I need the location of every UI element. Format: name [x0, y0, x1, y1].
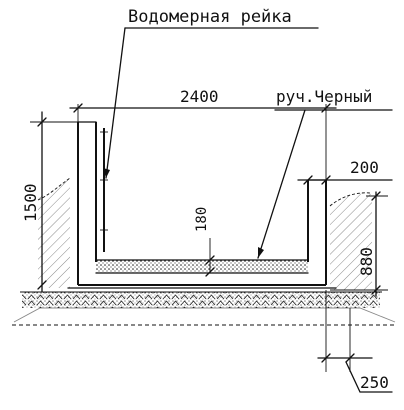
gauge-leader	[103, 27, 319, 179]
dimension-bottom-layer	[205, 238, 215, 277]
ground-right	[329, 192, 372, 290]
gauge-label: Водомерная рейка	[128, 7, 292, 27]
ground-left	[37, 177, 71, 288]
lining-label: руч.Черный	[276, 87, 372, 106]
dimension-height-left-label: 1500	[21, 183, 40, 222]
lining-leader	[257, 109, 393, 259]
dimension-width-label: 2400	[180, 87, 219, 106]
dimension-right-depth	[330, 191, 388, 297]
dimension-berm-label: 200	[350, 158, 379, 177]
water-gauge-staff	[100, 128, 108, 252]
bottom-lining	[95, 259, 309, 274]
dimension-bottom-layer-label: 180	[194, 207, 210, 232]
dimension-right-depth-label: 880	[357, 247, 376, 276]
dimension-width	[69, 103, 337, 182]
dimension-base	[317, 290, 393, 393]
dimension-berm	[297, 175, 393, 185]
dimension-base-label: 250	[360, 373, 389, 392]
dimension-height-left	[30, 111, 80, 293]
foundation-layer	[12, 291, 396, 326]
